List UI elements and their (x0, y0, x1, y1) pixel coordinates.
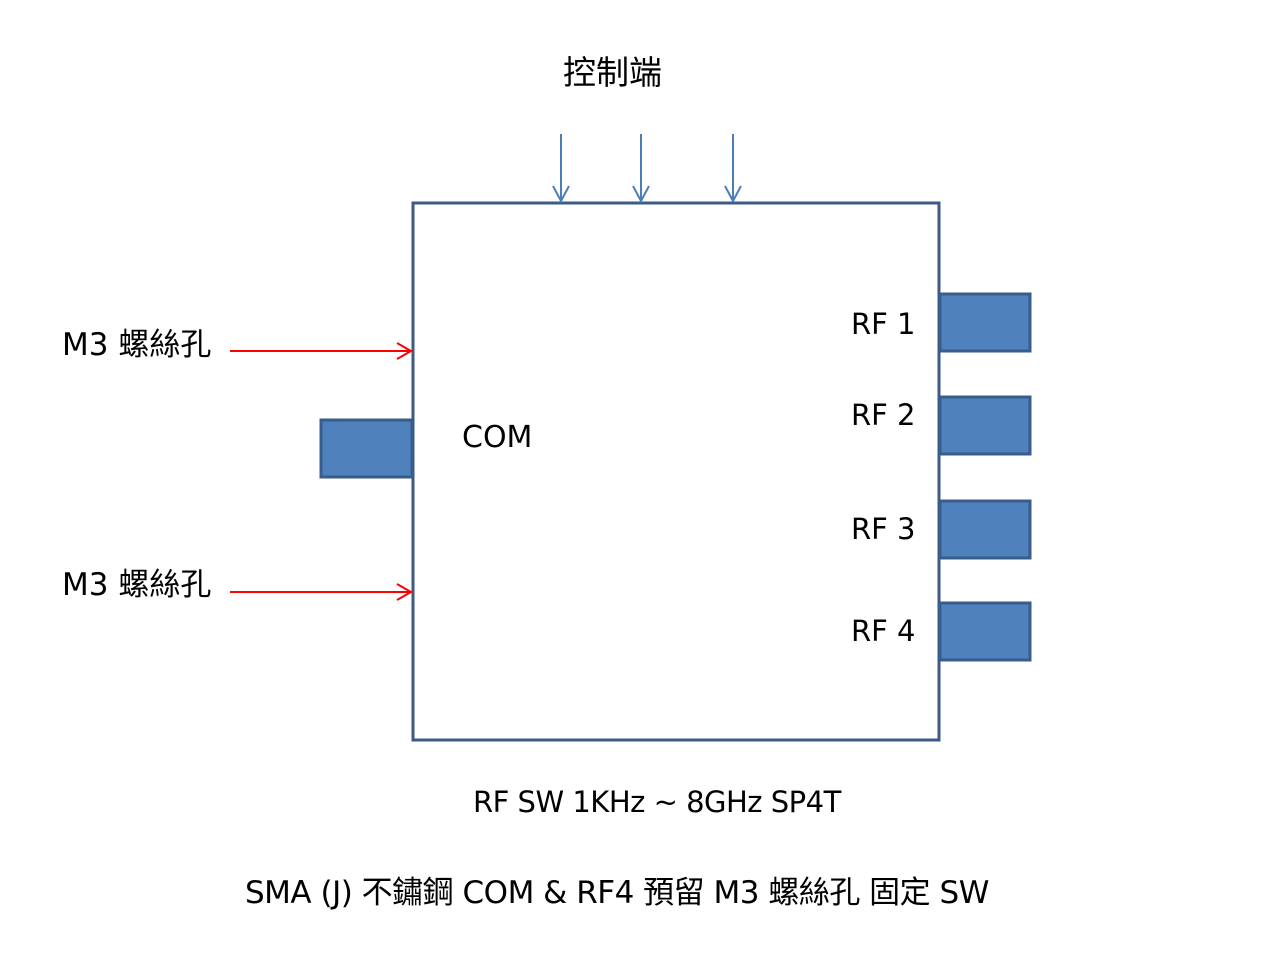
control-arrow-1 (552, 134, 570, 204)
rf3-port-label: RF 3 (851, 512, 916, 546)
mount-arrow-bottom (230, 583, 414, 601)
switch-body (411, 201, 941, 742)
rf2-connector (938, 395, 1032, 456)
rf1-connector (938, 292, 1032, 353)
control-arrow-2 (632, 134, 650, 204)
rf4-connector (938, 601, 1032, 662)
rf1-port-label: RF 1 (851, 307, 916, 341)
note-caption: SMA (J) 不鏽鋼 COM & RF4 預留 M3 螺絲孔 固定 SW (245, 875, 989, 911)
rf2-port-label: RF 2 (851, 398, 916, 432)
mount-arrow-top (230, 342, 414, 360)
control-port-label: 控制端 (563, 53, 662, 92)
mount-hole-top-label: M3 螺絲孔 (62, 327, 212, 363)
control-arrow-3 (724, 134, 742, 204)
mount-hole-bottom-label: M3 螺絲孔 (62, 567, 212, 603)
com-connector (319, 418, 414, 479)
com-port-label: COM (462, 420, 533, 455)
rf4-port-label: RF 4 (851, 614, 916, 648)
rf3-connector (938, 499, 1032, 560)
spec-caption: RF SW 1KHz ~ 8GHz SP4T (473, 785, 841, 819)
